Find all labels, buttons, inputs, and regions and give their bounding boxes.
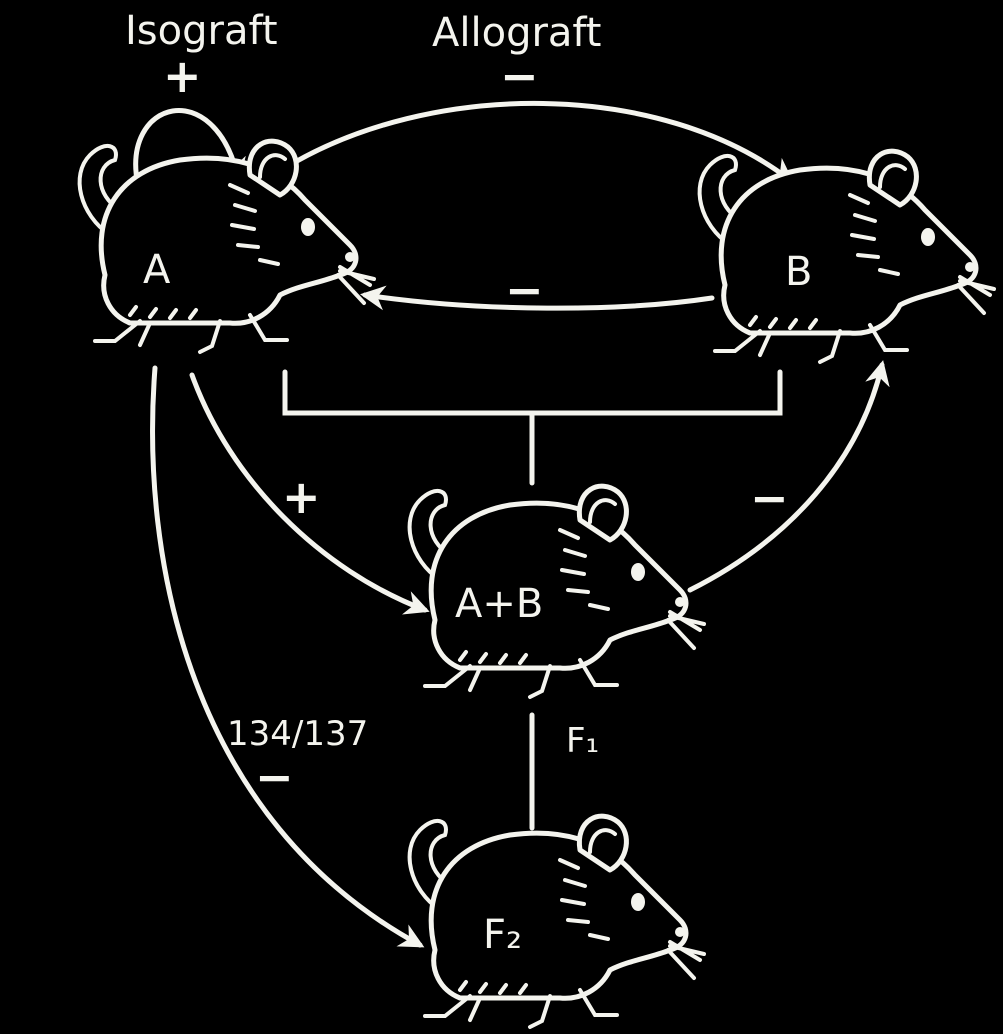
cross-bracket [285,372,780,413]
b-to-a-sign: − [505,263,544,317]
isograft-sign: + [163,49,202,103]
mouse-f2 [410,816,704,1027]
allograft-a-to-b-sign: − [500,49,539,103]
mouse-a [80,141,374,352]
generation-label: F₁ [566,721,599,761]
mouse-hybrid [410,486,704,697]
a-to-f2-sign: − [255,750,294,804]
isograft-label: Isograft [125,8,278,54]
allograft-a-to-b-arrow [285,103,790,180]
mouse-b-label: B [785,249,812,295]
a-to-hybrid-sign: + [282,470,321,524]
mouse-hybrid-label: A+B [455,581,543,627]
a-to-f2-arrow [153,368,420,945]
mouse-f2-label: F₂ [483,912,522,958]
hybrid-to-b-sign: − [750,471,789,525]
mouse-b [700,151,994,362]
mouse-a-label: A [143,247,171,293]
ratio-label: 134/137 [227,714,368,754]
